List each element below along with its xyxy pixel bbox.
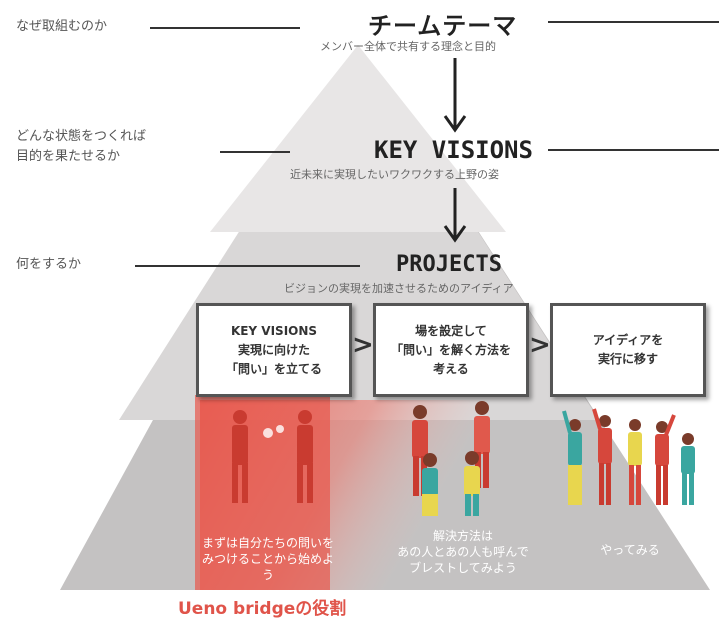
- arrow-down-2: [443, 188, 467, 243]
- key-visions-subtitle: 近未来に実現したいワクワクする上野の姿: [290, 168, 499, 181]
- step-box-1: KEY VISIONS 実現に向けた 「問い」を立てる: [196, 303, 352, 397]
- label-why: なぜ取組むのか: [16, 19, 108, 34]
- step-arrow-2: >: [529, 330, 551, 360]
- projects-title: PROJECTS: [396, 252, 502, 277]
- step-box-3: アイディアを 実行に移す: [550, 303, 706, 397]
- people-discussing-illustration: [232, 410, 313, 503]
- team-theme-title: チームテーマ: [368, 12, 518, 40]
- arrow-down-1: [443, 58, 467, 133]
- caption-center-line2: あの人とあの人も呼んで: [397, 545, 529, 559]
- step-1-line3: 「問い」を立てる: [225, 361, 322, 376]
- caption-left-line1: まずは自分たちの問いを: [201, 536, 334, 550]
- red-highlight-left: [195, 395, 330, 590]
- caption-right: やってみる: [600, 543, 660, 557]
- step-3-line2: 実行に移す: [597, 352, 658, 366]
- step-arrow-1: >: [352, 330, 374, 360]
- key-visions-title: KEY VISIONS: [374, 136, 533, 164]
- team-theme-subtitle: メンバー全体で共有する理念と目的: [320, 40, 496, 53]
- step-3-line1: アイディアを: [592, 333, 664, 347]
- pyramid-top-tier: [210, 45, 506, 232]
- caption-left: まずは自分たちの問いを みつけることから始めよう: [198, 535, 338, 583]
- label-what: 何をするか: [16, 257, 82, 272]
- step-2-line3: 考える: [433, 361, 469, 376]
- caption-center-line3: ブレストしてみよう: [409, 561, 517, 575]
- label-state-line2: 目的を果たせるか: [16, 149, 121, 164]
- caption-left-line2: みつけることから始めよう: [201, 552, 334, 582]
- step-1-line2: 実現に向けた: [237, 342, 310, 357]
- caption-center: 解決方法は あの人とあの人も呼んで ブレストしてみよう: [388, 528, 538, 576]
- people-brainstorm-illustration: [412, 401, 490, 516]
- step-box-2: 場を設定して 「問い」を解く方法を 考える: [373, 303, 529, 397]
- people-taking-action-illustration: [562, 408, 695, 505]
- caption-center-line1: 解決方法は: [432, 529, 493, 543]
- step-2-line1: 場を設定して: [415, 323, 487, 338]
- label-state-line1: どんな状態をつくれば: [16, 129, 147, 144]
- footer-role-label: Ueno bridgeの役割: [178, 599, 347, 619]
- step-1-line1: KEY VISIONS: [230, 323, 318, 338]
- step-2-line2: 「問い」を解く方法を: [390, 342, 511, 357]
- projects-subtitle: ビジョンの実現を加速させるためのアイディア: [284, 282, 514, 295]
